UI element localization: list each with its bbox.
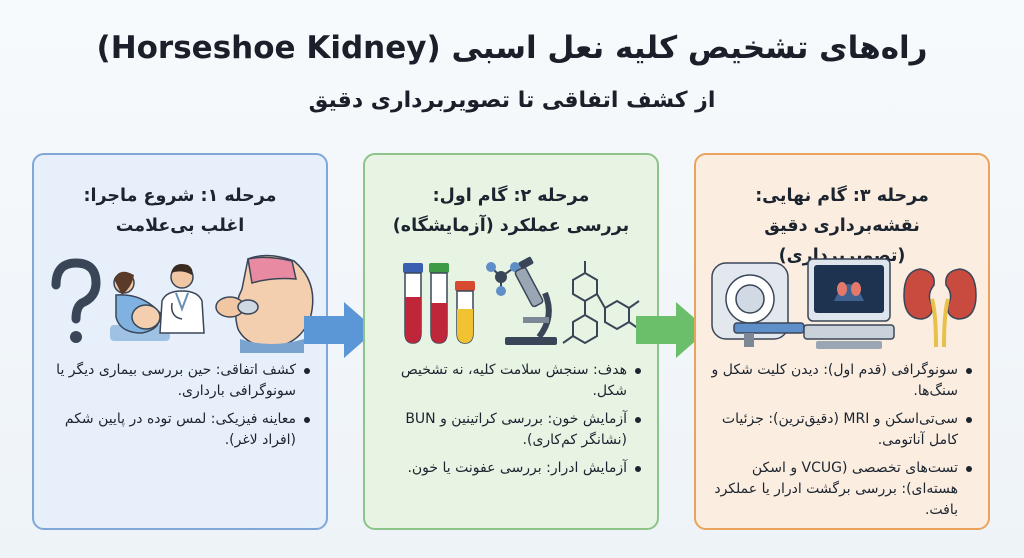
stage-1-title-line1: مرحله ۱: شروع ماجرا: [83, 186, 277, 206]
kidneys-icon [903, 268, 977, 348]
doctor-icon [159, 264, 205, 334]
stage-2-bullet: آزمایش ادرار: بررسی عفونت یا خون. [379, 458, 643, 479]
stage-1-bullets: کشف اتفاقی: حین بررسی بیماری دیگر یا سون… [48, 360, 312, 458]
stage-2-card: مرحله ۲: گام اول: بررسی عملکرد (آزمایشگا… [363, 153, 659, 530]
stage-1-title-line2: اغلب بی‌علامت [115, 216, 245, 236]
stage-3-card: مرحله ۳: گام نهایی: نقشه‌برداری دقیق (تص… [694, 153, 990, 530]
stage-1-bullet: کشف اتفاقی: حین بررسی بیماری دیگر یا سون… [48, 360, 312, 402]
stage-3-bullets: سونوگرافی (قدم اول): دیدن کلیت شکل و سنگ… [710, 360, 974, 528]
ct-scanner-icon [711, 262, 805, 347]
stage-3-title-line1: مرحله ۳: گام نهایی: [755, 186, 929, 206]
page-subtitle: از کشف اتفاقی تا تصویربرداری دقیق [308, 88, 716, 113]
test-tubes-icon [403, 263, 475, 344]
question-mark-icon [51, 258, 101, 343]
stage-1-card: مرحله ۱: شروع ماجرا: اغلب بی‌علامت [32, 153, 328, 530]
page-title: راه‌های تشخیص کلیه نعل اسبی (Horseshoe K… [96, 30, 928, 66]
arrow-right-icon [636, 302, 708, 358]
stage-1-illustration [51, 254, 314, 353]
microscope-icon [505, 256, 557, 345]
arrow-right-icon [304, 302, 376, 358]
stage-3-illustration [711, 258, 977, 349]
ultrasound-monitor-icon [803, 258, 895, 349]
stage-1-bullet: معاینه فیزیکی: لمس توده در پایین شکم (اف… [48, 409, 312, 451]
chemical-structure-icon [562, 261, 640, 345]
stage-2-bullet: هدف: سنجش سلامت کلیه، نه تشخیص شکل. [379, 360, 643, 402]
molecule-icon [486, 262, 520, 296]
stage-2-title: مرحله ۲: گام اول: بررسی عملکرد (آزمایشگا… [375, 181, 647, 241]
stage-2-illustration [403, 256, 640, 345]
stage-2-title-line1: مرحله ۲: گام اول: [432, 186, 590, 206]
stage-3-bullet: سونوگرافی (قدم اول): دیدن کلیت شکل و سنگ… [710, 360, 974, 402]
stage-3-bullet: سی‌تی‌اسکن و MRI (دقیق‌ترین): جزئیات کام… [710, 409, 974, 451]
abdominal-exam-icon [215, 254, 314, 353]
stage-2-bullet: آزمایش خون: بررسی کراتینین و BUN (نشانگر… [379, 409, 643, 451]
stage-1-title: مرحله ۱: شروع ماجرا: اغلب بی‌علامت [44, 181, 316, 241]
pregnancy-ultrasound-icon [110, 271, 170, 341]
stage-2-bullets: هدف: سنجش سلامت کلیه، نه تشخیص شکل. آزما… [379, 360, 643, 486]
stage-3-bullet: تست‌های تخصصی (VCUG و اسکن هسته‌ای): برر… [710, 458, 974, 521]
stage-2-title-line2: بررسی عملکرد (آزمایشگاه) [392, 216, 630, 236]
